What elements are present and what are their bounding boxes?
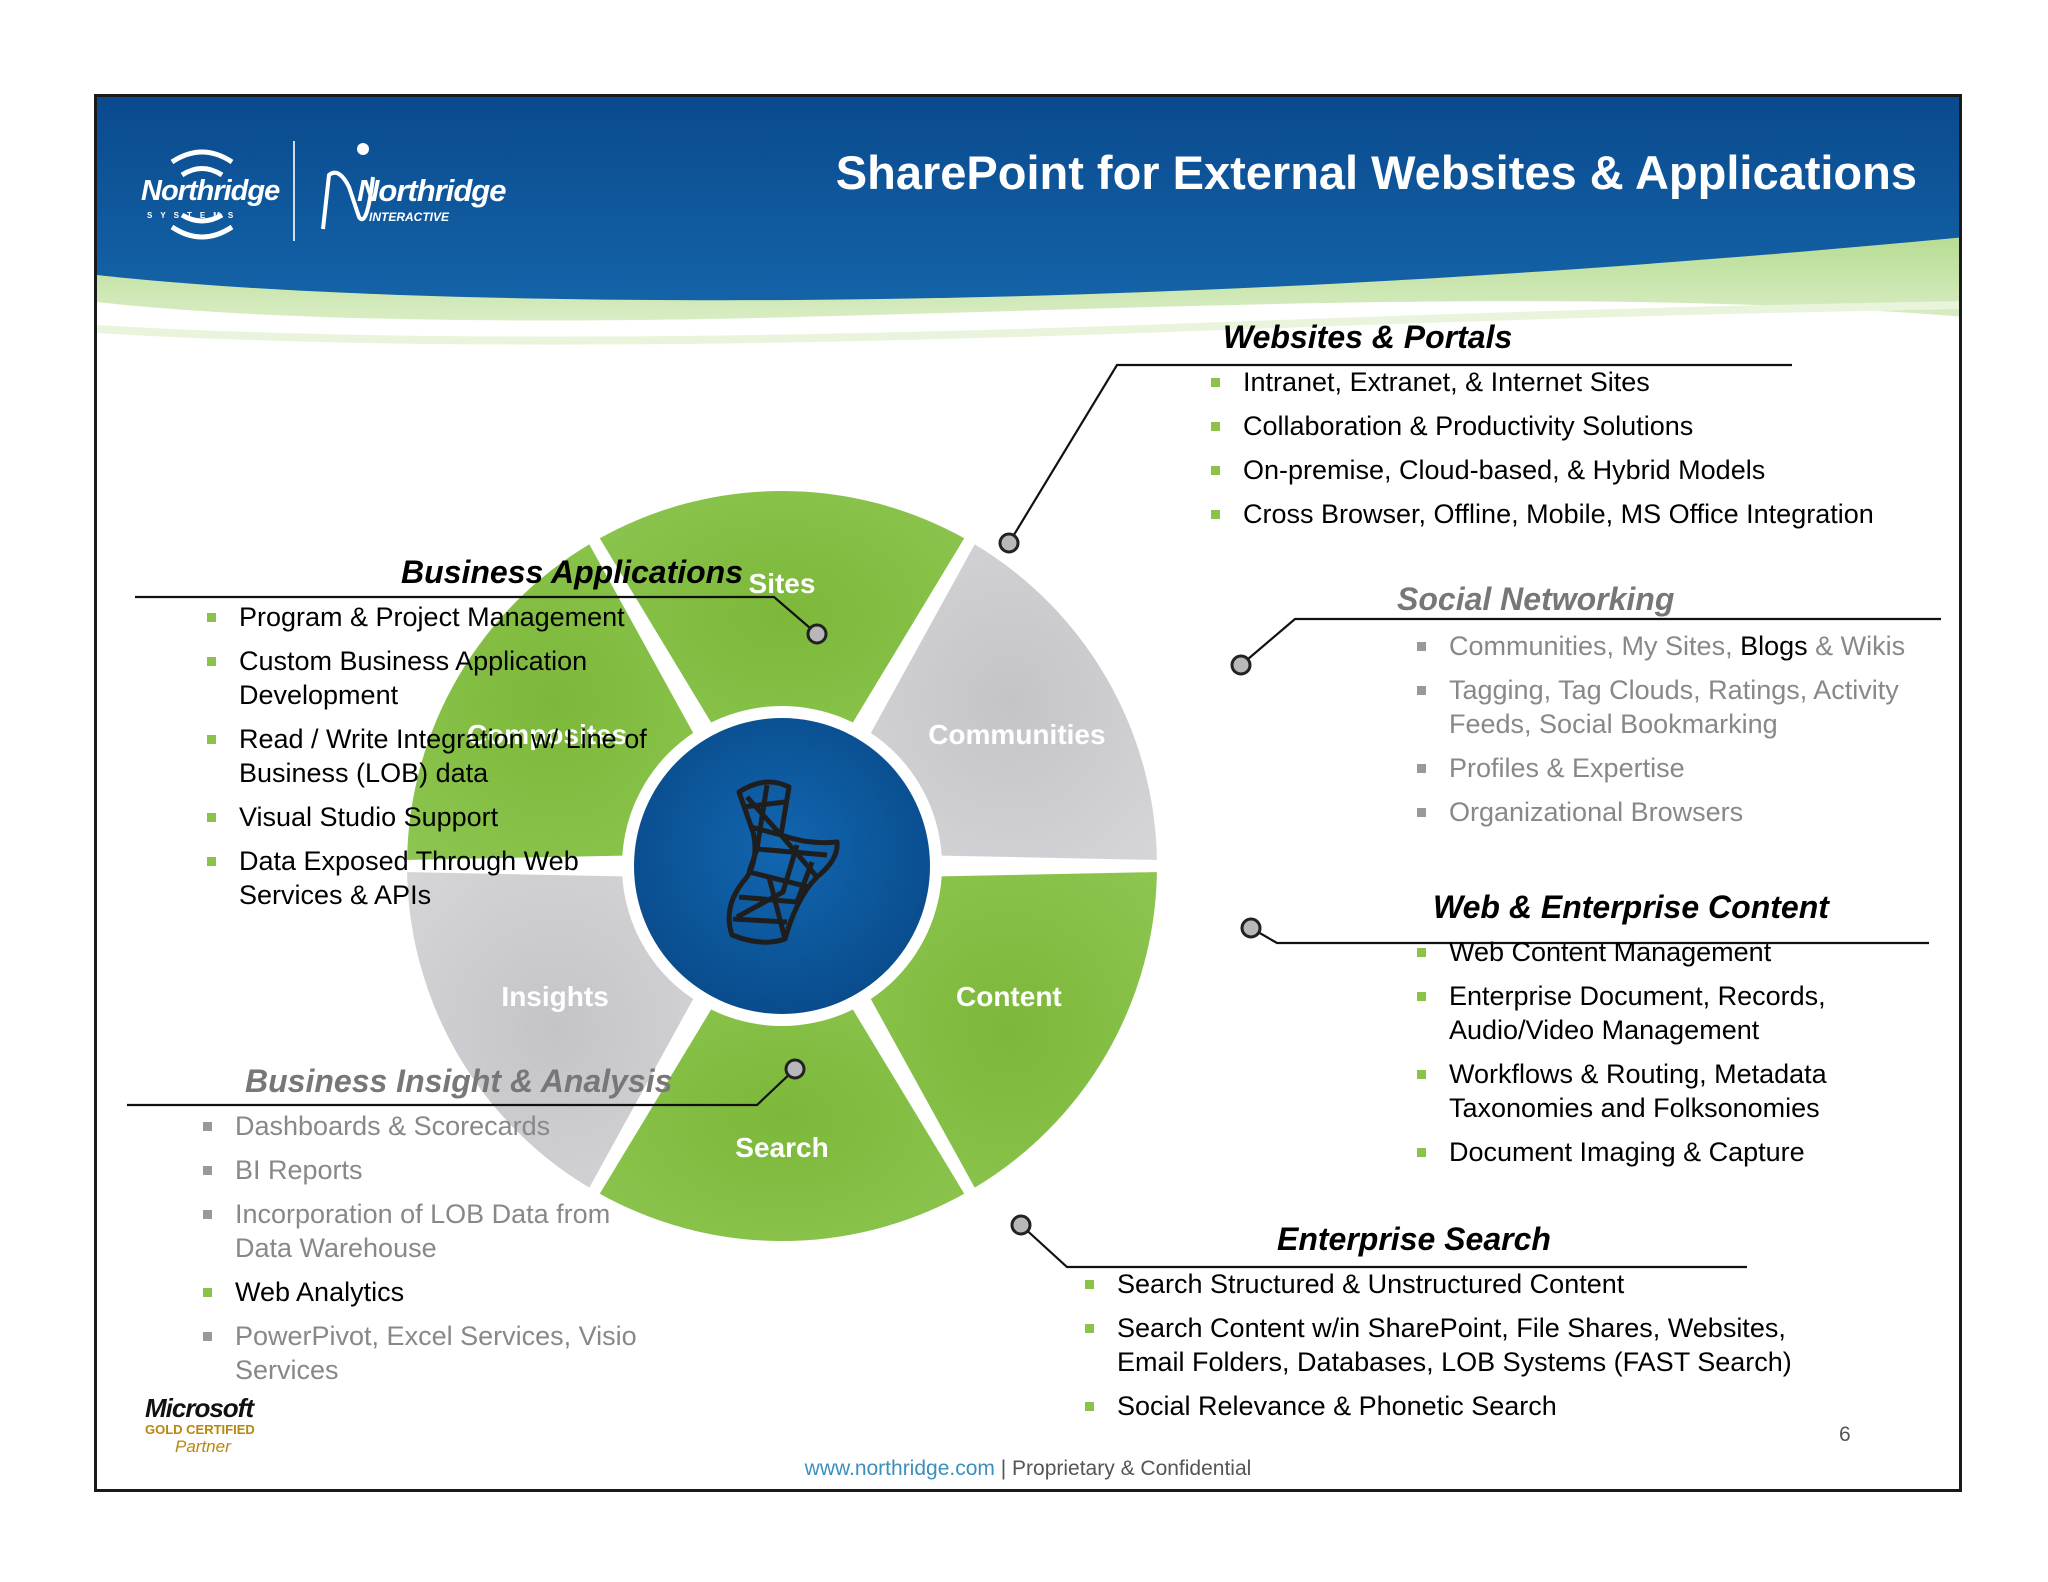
list-item: On-premise, Cloud-based, & Hybrid Models [1209, 453, 1929, 487]
logo-divider [293, 141, 295, 241]
slide: Northridge SYSTEMS Northridge INTERACTIV… [94, 94, 1962, 1492]
northridge-interactive-sub: INTERACTIVE [369, 210, 450, 224]
sharepoint-wheel [127, 363, 1941, 1269]
list-item: BI Reports [201, 1153, 661, 1187]
footer-text: Proprietary & Confidential [1012, 1457, 1252, 1480]
center-circle [634, 718, 930, 1014]
list-item: Search Structured & Unstructured Content [1083, 1267, 1803, 1301]
list-item: Enterprise Document, Records, Audio/Vide… [1415, 979, 1895, 1047]
list-item: Social Relevance & Phonetic Search [1083, 1389, 1803, 1423]
connector-websites [1008, 363, 1792, 544]
list-item-text: & Wikis [1807, 631, 1906, 661]
list-item: Incorporation of LOB Data from Data Ware… [201, 1197, 661, 1265]
northridge-interactive-logo-icon [321, 143, 375, 230]
section-title-insight: Business Insight & Analysis [245, 1063, 673, 1099]
connector-dot-insight [784, 1058, 806, 1080]
list-item: Visual Studio Support [205, 800, 655, 834]
connector-insight [127, 1068, 796, 1107]
list-item: Profiles & Expertise [1415, 751, 1945, 785]
connector-social [1240, 617, 1941, 666]
connector-dot-social [1230, 654, 1252, 676]
footer-separator: | [994, 1457, 1013, 1480]
list-item: Read / Write Integration w/ Line of Busi… [205, 722, 655, 790]
northridge-systems-logo-icon [170, 149, 234, 240]
wheel-label-search: Search [735, 1132, 829, 1163]
slide-title: SharePoint for External Websites & Appli… [835, 146, 1917, 199]
connector-dot-websites [998, 532, 1020, 554]
search-list: Search Structured & Unstructured Content… [1083, 1267, 1803, 1433]
list-item: Collaboration & Productivity Solutions [1209, 409, 1929, 443]
list-item: Tagging, Tag Clouds, Ratings, Activity F… [1415, 673, 1945, 741]
wheel-label-insights: Insights [501, 981, 609, 1012]
connector-dot-web-content [1240, 917, 1262, 939]
list-item: Organizational Browsers [1415, 795, 1945, 829]
list-item: Workflows & Routing, Metadata Taxonomies… [1415, 1057, 1895, 1125]
sharepoint-logo-icon [726, 779, 840, 945]
list-item: Web Analytics [201, 1275, 661, 1309]
northridge-interactive-logo: Northridge [357, 173, 506, 208]
section-title-social: Social Networking [1397, 581, 1675, 617]
list-item: PowerPivot, Excel Services, Visio Servic… [201, 1319, 661, 1387]
section-title-websites: Websites & Portals [1223, 319, 1513, 355]
list-item: Dashboards & Scorecards [201, 1109, 661, 1143]
list-item: Document Imaging & Capture [1415, 1135, 1895, 1169]
section-title-web-content: Web & Enterprise Content [1433, 889, 1829, 925]
list-item: Cross Browser, Offline, Mobile, MS Offic… [1209, 497, 1929, 531]
connector-dot-business-apps [806, 623, 828, 645]
wheel-label-communities: Communities [928, 719, 1106, 750]
page-number: 6 [1839, 1423, 1851, 1446]
gold-certified-label: GOLD CERTIFIED [145, 1422, 255, 1437]
section-title-business-apps: Business Applications [401, 554, 743, 590]
microsoft-wordmark: Microsoft [145, 1393, 254, 1423]
list-item-highlight: Blogs [1740, 631, 1808, 661]
list-item: Web Content Management [1415, 935, 1895, 969]
list-item-text: Communities, My Sites, [1449, 631, 1741, 661]
header-band [97, 97, 1959, 345]
partner-label: Partner [175, 1437, 231, 1456]
microsoft-gold-partner-badge: Microsoft GOLD CERTIFIED Partner [145, 1393, 255, 1457]
wheel-label-content: Content [956, 981, 1062, 1012]
connector-business-apps [135, 595, 818, 635]
connector-search [1020, 1224, 1747, 1269]
wheel-label-composites: Composites [466, 719, 628, 750]
list-item: Custom Business Application Development [205, 644, 655, 712]
northridge-systems-sub: SYSTEMS [147, 211, 242, 220]
list-item: Intranet, Extranet, & Internet Sites [1209, 365, 1929, 399]
list-item: Communities, My Sites, Blogs & Wikis [1415, 629, 1945, 663]
northridge-systems-logo: Northridge [141, 175, 280, 207]
connector-dot-search [1010, 1214, 1032, 1236]
wheel-label-sites: Sites [748, 568, 816, 599]
footer: www.northridge.com | Proprietary & Confi… [97, 1457, 1959, 1481]
footer-url-link[interactable]: www.northridge.com [804, 1457, 995, 1480]
list-item: Data Exposed Through Web Services & APIs [205, 844, 655, 912]
list-item: Program & Project Management [205, 600, 655, 634]
list-item: Search Content w/in SharePoint, File Sha… [1083, 1311, 1803, 1379]
section-title-search: Enterprise Search [1277, 1221, 1551, 1257]
